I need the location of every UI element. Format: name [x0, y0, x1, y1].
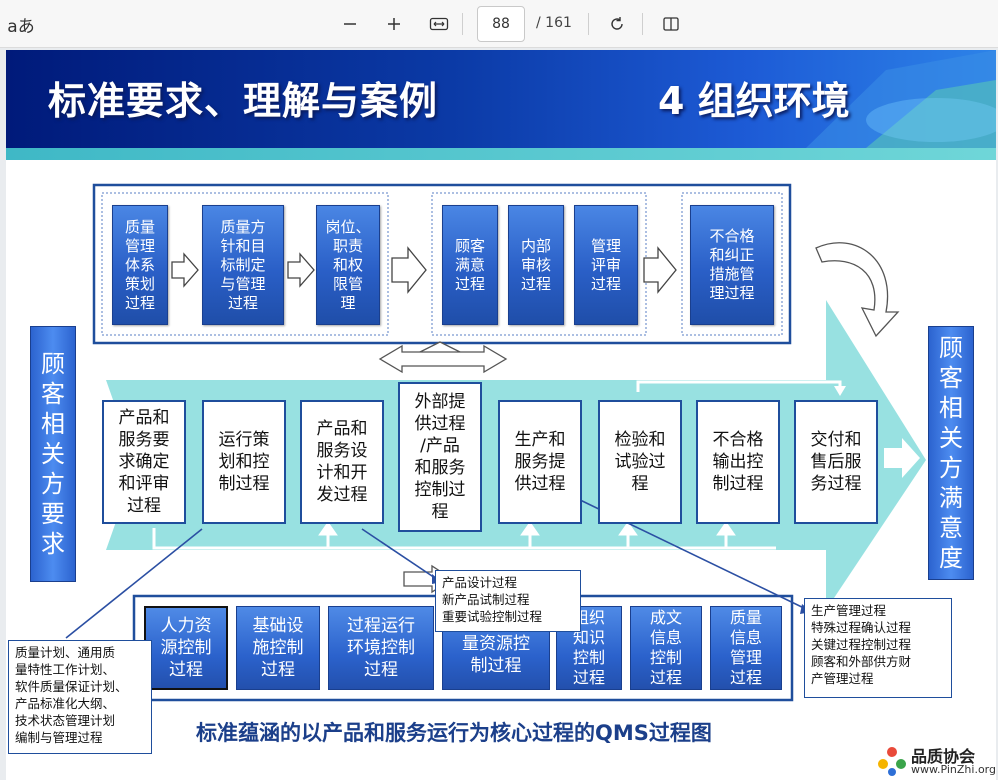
management-box-nonconformity: 不合格 和纠正 措施管 理过程: [690, 205, 774, 325]
management-box-qms-planning: 质量 管理 体系 策划 过程: [112, 205, 168, 325]
management-box-customer-satisfaction: 顾客 满意 过程: [442, 205, 498, 325]
minus-icon: [342, 16, 358, 32]
note-planning-processes: 质量计划、通用质 量特性工作计划、 软件质量保证计划、 产品标准化大纲、 技术状…: [8, 640, 152, 754]
pinzhi-logo-url: www.PinZhi.org: [911, 763, 996, 776]
rotate-icon: [608, 15, 626, 33]
note-production-processes: 生产管理过程 特殊过程确认过程 关键过程控制过程 顾客和外部供方财 产管理过程: [804, 598, 952, 698]
rotate-button[interactable]: [602, 8, 632, 40]
diagram-caption: 标准蕴涵的以产品和服务运行为核心过程的QMS过程图: [196, 717, 712, 747]
customer-satisfaction-bar: 顾 客 相 关 方 满 意 度: [928, 326, 974, 580]
core-box-external-provision: 外部提 供过程 /产品 和服务 控制过 程: [398, 382, 482, 532]
read-aloud-button[interactable]: aあ: [6, 8, 36, 40]
core-box-production: 生产和 服务提 供过程: [498, 400, 582, 524]
pdf-page: 标准要求、理解与案例 4 组织环境: [6, 50, 996, 780]
support-box-human-resources: 人力资 源控制 过程: [144, 606, 228, 690]
management-box-roles: 岗位、 职责 和权 限管 理: [316, 205, 380, 325]
core-box-nonconforming-output: 不合格 输出控 制过程: [696, 400, 780, 524]
zoom-out-button[interactable]: [336, 8, 364, 40]
pinzhi-logo-icon: [874, 742, 910, 778]
customer-requirements-bar: 顾 客 相 关 方 要 求: [30, 326, 76, 582]
toolbar-divider: [588, 13, 589, 35]
zoom-in-button[interactable]: [380, 8, 408, 40]
management-box-management-review: 管理 评审 过程: [574, 205, 638, 325]
toolbar-divider: [462, 13, 463, 35]
fit-width-button[interactable]: [424, 8, 454, 40]
management-box-internal-audit: 内部 审核 过程: [508, 205, 564, 325]
core-box-delivery-service: 交付和 售后服 务过程: [794, 400, 878, 524]
support-box-infrastructure: 基础设 施控制 过程: [236, 606, 320, 690]
read-aloud-icon: aあ: [7, 12, 34, 37]
core-box-design-development: 产品和 服务设 计和开 发过程: [300, 400, 384, 524]
toolbar-divider: [642, 13, 643, 35]
management-box-policy-objectives: 质量方 针和目 标制定 与管理 过程: [202, 205, 284, 325]
pdf-viewer-toolbar: aあ / 161: [0, 0, 998, 48]
fit-width-icon: [429, 16, 449, 32]
support-box-quality-information: 质量 信息 管理 过程: [710, 606, 782, 690]
core-box-requirements-review: 产品和 服务要 求确定 和评审 过程: [102, 400, 186, 524]
core-box-operational-planning: 运行策 划和控 制过程: [202, 400, 286, 524]
page-total: / 161: [536, 15, 572, 31]
support-box-documented-information: 成文 信息 控制 过程: [630, 606, 702, 690]
page-view-button[interactable]: [656, 8, 686, 40]
note-design-processes: 产品设计过程 新产品试制过程 重要试验控制过程: [435, 570, 581, 632]
support-box-environment: 过程运行 环境控制 过程: [328, 606, 434, 690]
two-page-icon: [662, 15, 680, 33]
core-box-inspection-testing: 检验和 试验过 程: [598, 400, 682, 524]
page-number-input[interactable]: [477, 6, 525, 42]
plus-icon: [386, 16, 402, 32]
